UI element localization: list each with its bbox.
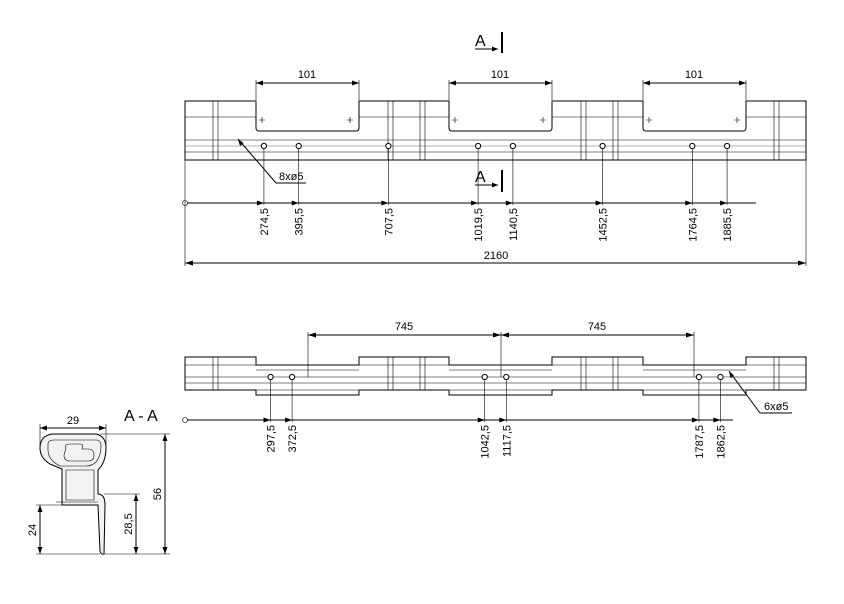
top-position-3: 707,5 xyxy=(383,208,395,236)
top-position-2: 395,5 xyxy=(294,208,306,236)
top-position-5: 1140,5 xyxy=(508,208,520,241)
bottom-hole-2 xyxy=(288,373,296,381)
profile-height-total: 56 xyxy=(152,488,164,500)
top-hole-5 xyxy=(509,142,516,150)
top-hole-2 xyxy=(295,142,302,150)
top-position-8: 1885,5 xyxy=(722,208,734,242)
cutout-dims: 101 101 101 xyxy=(255,69,747,100)
bottom-hole-5 xyxy=(695,373,703,381)
top-view: 101 101 101 A A 274,5 395,5 707,5 1019,5 114… xyxy=(182,32,807,266)
svg-text:745: 745 xyxy=(588,321,606,333)
bottom-position-6: 1862,5 xyxy=(715,425,727,459)
top-position-7: 1764,5 xyxy=(687,208,699,242)
bottom-holes xyxy=(267,373,724,381)
bottom-hole-3 xyxy=(481,373,488,381)
top-hole-6 xyxy=(599,142,606,150)
bottom-position-1: 297,5 xyxy=(266,425,278,453)
cutout-width-2: 101 xyxy=(491,69,509,81)
bottom-position-3: 1042,5 xyxy=(480,425,492,459)
top-holes xyxy=(260,142,731,150)
svg-text:A: A xyxy=(475,169,486,186)
top-hole-4 xyxy=(475,142,482,150)
spacing-dims: 745 745 xyxy=(307,321,695,377)
cutout-width-3: 101 xyxy=(685,69,703,81)
section-marker-top: A xyxy=(475,32,503,53)
bottom-hole-6 xyxy=(717,373,724,381)
profile-shape xyxy=(39,433,107,555)
overall-length-dim: 2160 xyxy=(185,250,806,266)
top-hole-1 xyxy=(260,142,268,150)
profile-width: 29 xyxy=(67,415,79,427)
bottom-hole-dims: 297,5 372,5 1042,5 1117,5 1787,5 1862,5 xyxy=(263,380,727,459)
bottom-position-5: 1787,5 xyxy=(694,425,706,459)
svg-text:745: 745 xyxy=(395,321,413,333)
bottom-hole-4 xyxy=(503,373,510,381)
section-marker-bottom: A xyxy=(475,169,503,192)
bottom-view: 745 745 297,5 372,5 1042,5 1117,5 1787,5 1862… xyxy=(182,321,807,459)
top-rail-outline xyxy=(184,100,807,161)
bottom-hole-callout: 6xø5 xyxy=(728,370,792,414)
top-position-4: 1019,5 xyxy=(473,208,485,242)
top-position-6: 1452,5 xyxy=(598,208,610,242)
svg-text:6xø5: 6xø5 xyxy=(764,401,788,413)
top-hole-7 xyxy=(689,142,696,150)
svg-text:A: A xyxy=(475,33,486,50)
section-view-title: A - A xyxy=(124,408,158,425)
top-hole-8 xyxy=(723,142,731,150)
cutout-width-1: 101 xyxy=(298,69,316,81)
svg-text:8xø5: 8xø5 xyxy=(279,171,303,183)
bottom-position-4: 1117,5 xyxy=(501,425,513,457)
top-hole-callout: 8xø5 xyxy=(237,138,306,184)
top-hole-dims: 274,5 395,5 707,5 1019,5 1140,5 1452,5 1764,5 1… xyxy=(256,149,734,242)
bottom-hole-1 xyxy=(267,373,274,381)
profile-height-mid: 28,5 xyxy=(123,513,135,534)
section-view: A - A 29 56 28,5 24 xyxy=(27,408,170,555)
bottom-rail-outline xyxy=(184,356,807,396)
top-position-1: 274,5 xyxy=(259,208,271,236)
profile-height-lower: 24 xyxy=(27,524,39,536)
top-hole-3 xyxy=(385,142,392,150)
bottom-position-2: 372,5 xyxy=(287,425,299,453)
svg-text:2160: 2160 xyxy=(484,250,508,262)
